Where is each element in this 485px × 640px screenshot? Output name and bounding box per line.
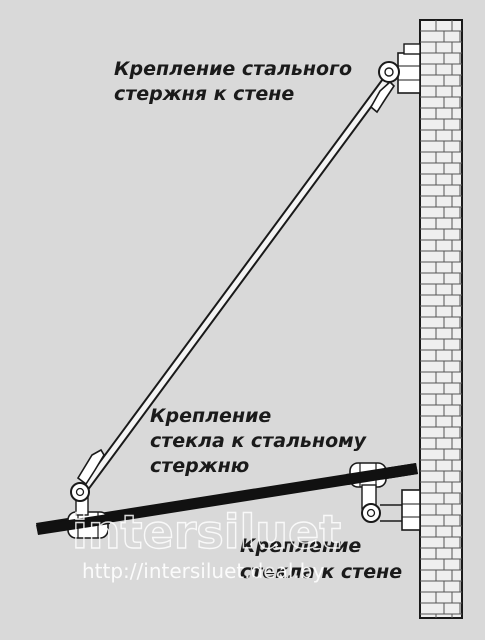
- watermark-brand: intersiluet: [72, 505, 341, 559]
- label-rod-wall-fitting-line1: Крепление стального: [114, 58, 352, 80]
- wall-outline: [419, 19, 463, 619]
- label-glass-wall-clamp-line2: стекла к стене: [240, 561, 402, 583]
- label-glass-rod-clamp-line1: Крепление: [150, 405, 271, 427]
- label-glass-wall-clamp-line1: Крепление: [240, 535, 361, 557]
- brick-wall: [419, 19, 463, 619]
- steel-rod: [76, 73, 396, 497]
- label-glass-rod-clamp-line2: стекла к стальному: [150, 430, 368, 452]
- watermark: intersiluet http://intersiluet.deal.by: [71, 504, 342, 583]
- label-glass-rod-clamp-line3: стержню: [150, 455, 249, 477]
- wall-bricks: [420, 20, 462, 618]
- glass-rod-clamp: [36, 482, 110, 539]
- rod-wall-fitting: [378, 43, 421, 94]
- watermark-url: http://intersiluet.deal.by: [82, 559, 324, 583]
- glass-wall-clamp: [346, 462, 421, 531]
- glass-panel: [36, 463, 418, 534]
- label-rod-wall-fitting-line2: стержня к стене: [114, 83, 294, 105]
